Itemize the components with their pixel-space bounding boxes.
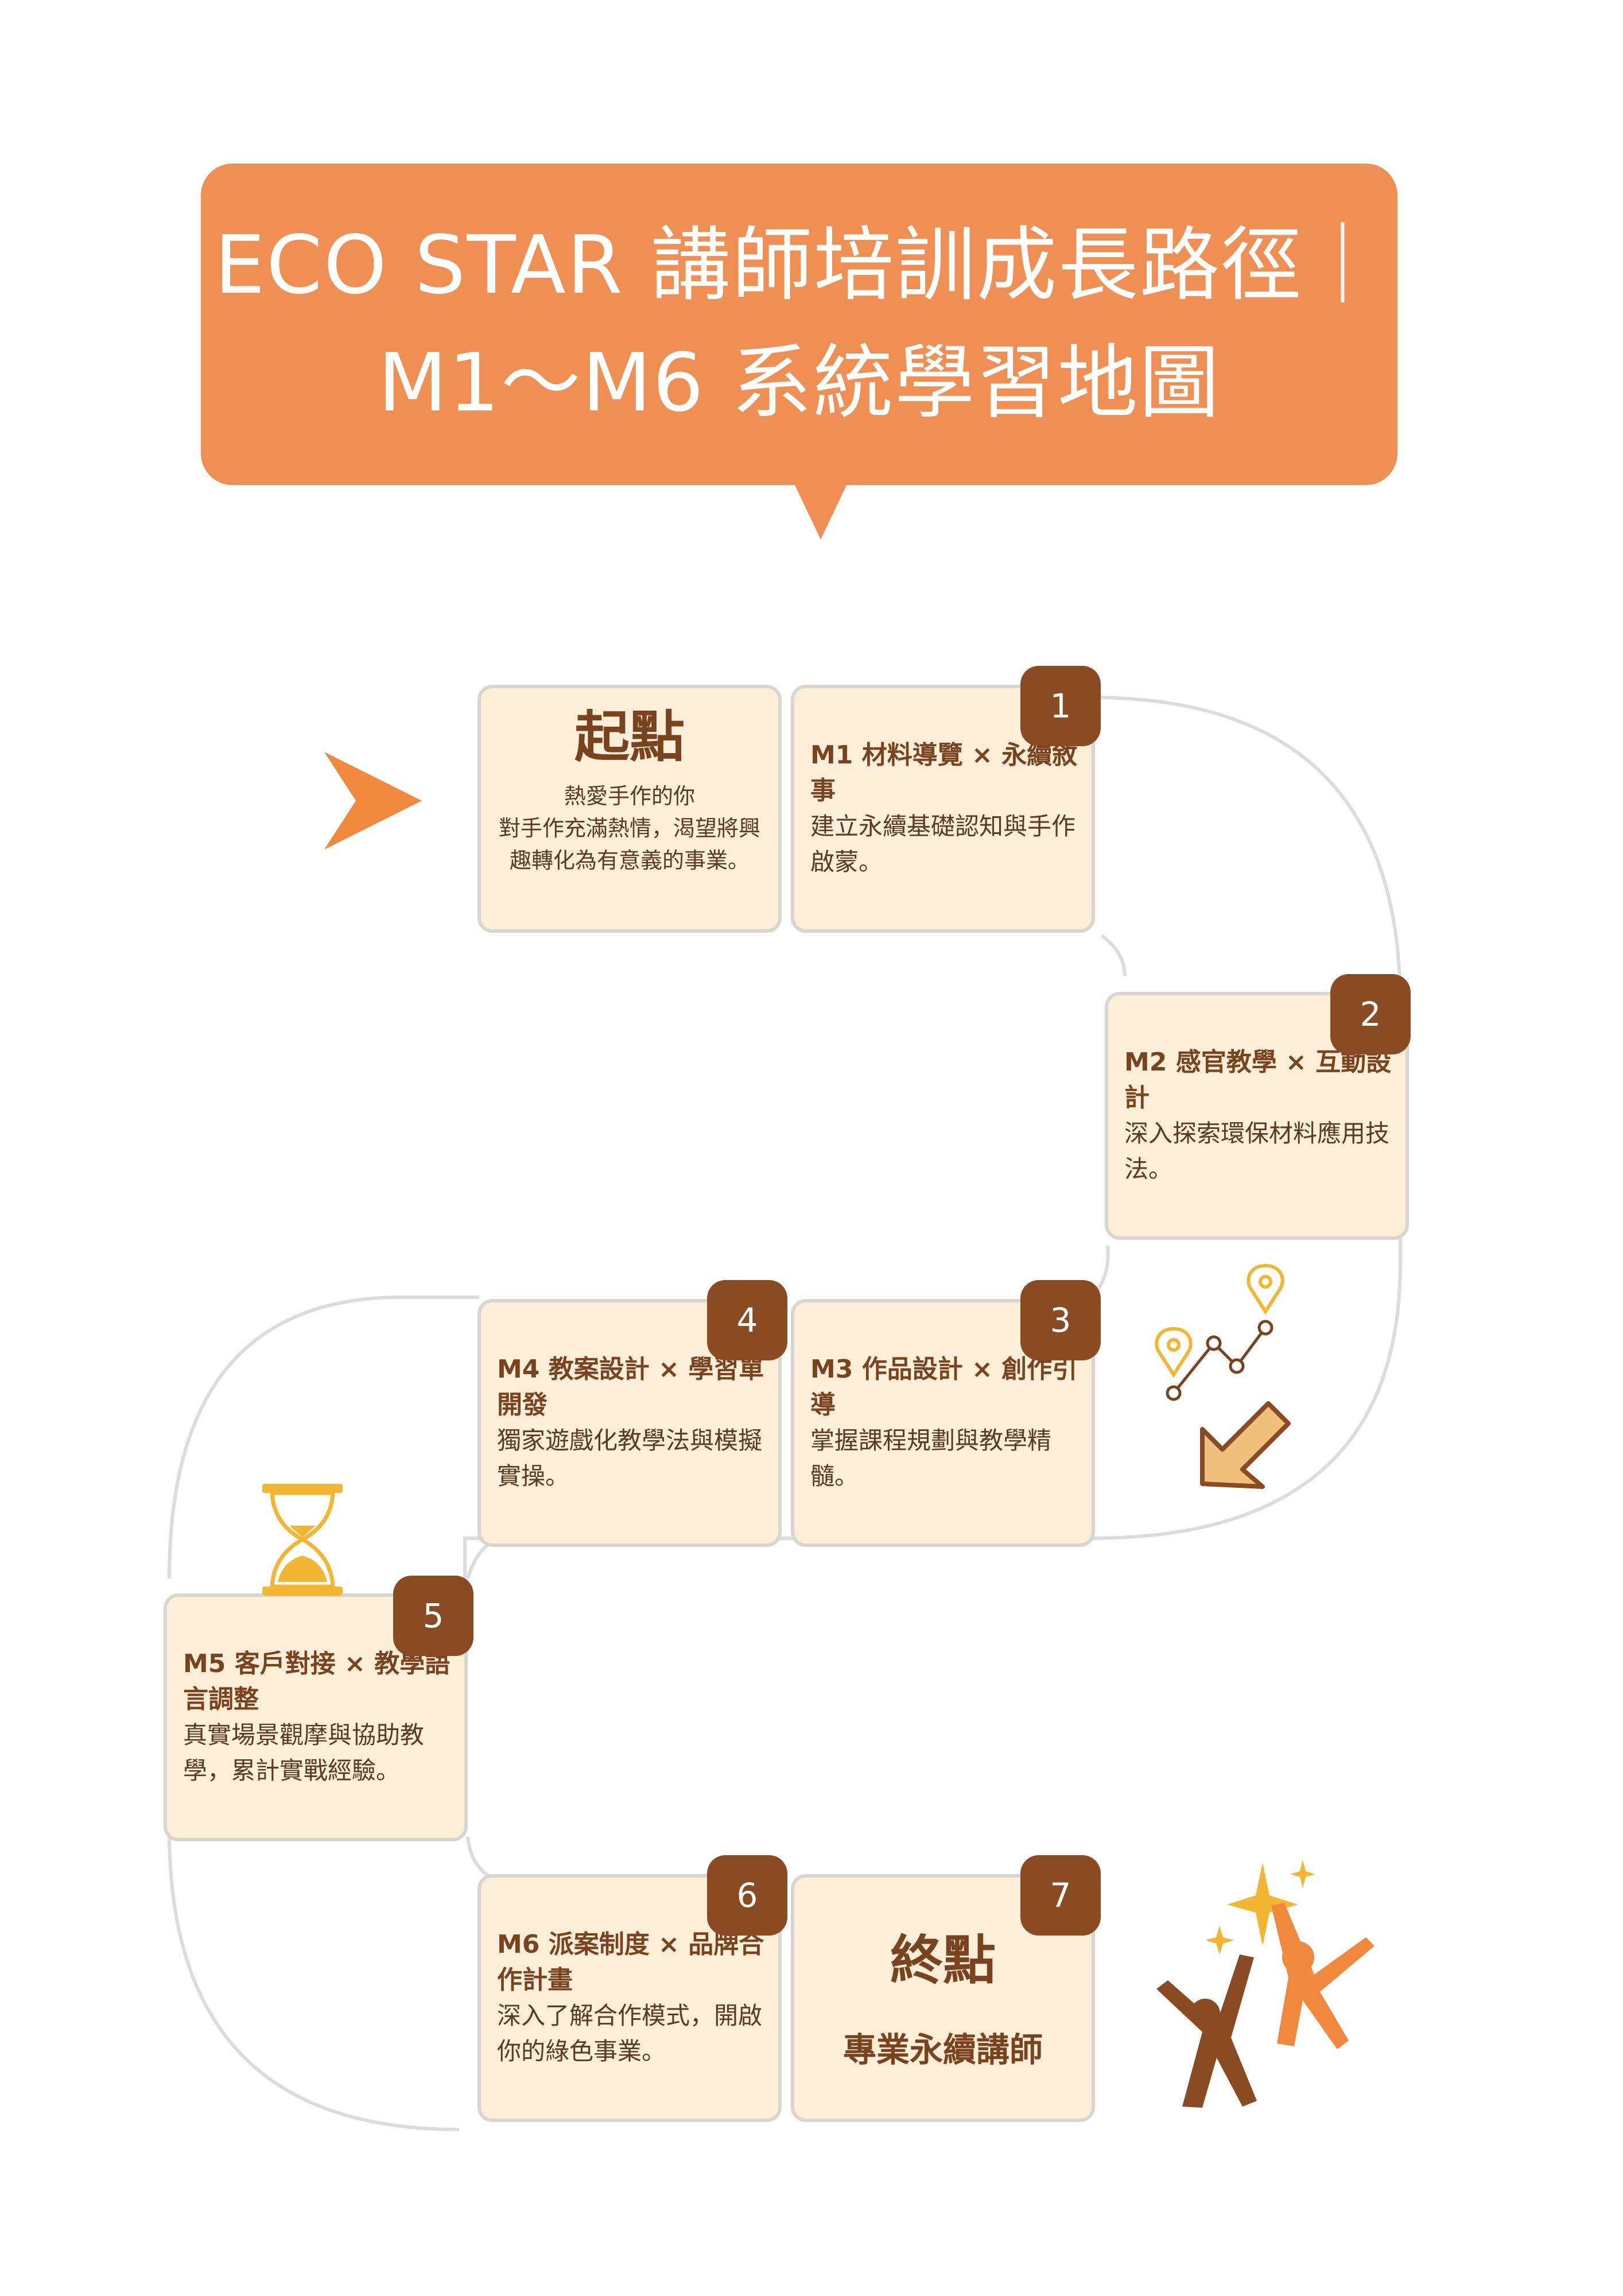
arrow-down-left-icon [1200, 1401, 1291, 1489]
step-badge-1: 1 [1020, 666, 1101, 746]
start-title: 起點 [574, 705, 685, 769]
module-card-m2: M2 感官教學 × 互動設計 深入探索環保材料應用技法。 [1105, 992, 1409, 1240]
module-description: 深入了解合作模式，開啟你的綠色事業。 [497, 2002, 763, 2065]
module-heading: M1 材料導覽 × 永續敘事 [810, 740, 1078, 805]
step-badge-5: 5 [393, 1576, 473, 1656]
module-heading: M4 教案設計 × 學習單開發 [497, 1355, 764, 1420]
module-heading: M2 感官教學 × 互動設計 [1124, 1048, 1392, 1112]
step-badge-4: 4 [707, 1280, 787, 1360]
step-badge-3: 3 [1020, 1280, 1101, 1360]
module-description: 深入探索環保材料應用技法。 [1124, 1119, 1390, 1183]
step-badge-7: 7 [1020, 1855, 1101, 1936]
step-badge-6: 6 [707, 1855, 787, 1936]
step-badge-2: 2 [1330, 974, 1411, 1054]
start-card: 起點 熱愛手作的你 對手作充滿熱情，渴望將興趣轉化為有意義的事業。 [477, 685, 782, 933]
module-heading: M5 客戶對接 × 教學語言調整 [183, 1649, 451, 1714]
celebrating-people-icon [1156, 1860, 1374, 2108]
module-heading: M6 派案制度 × 品牌合作計畫 [497, 1930, 764, 1995]
page-title-line-2: M1～M6 系統學習地圖 [378, 336, 1221, 430]
end-description: 專業永續講師 [842, 2030, 1043, 2069]
end-title: 終點 [890, 1930, 996, 1991]
start-description: 熱愛手作的你 對手作充滿熱情，渴望將興趣轉化為有意義的事業。 [498, 784, 760, 873]
module-heading: M3 作品設計 × 創作引導 [810, 1355, 1078, 1420]
hourglass-icon [262, 1484, 343, 1596]
module-description: 掌握課程規劃與教學精髓。 [810, 1426, 1052, 1490]
module-description: 獨家遊戲化教學法與模擬實操。 [497, 1426, 763, 1490]
module-description: 真實場景觀摩與協助教學，累計實戰經驗。 [183, 1721, 425, 1785]
play-arrow-icon [324, 752, 422, 850]
map-route-icon [1155, 1263, 1284, 1401]
title-banner: ECO STAR 講師培訓成長路徑｜ M1～M6 系統學習地圖 [201, 164, 1397, 540]
page-title-line-1: ECO STAR 講師培訓成長路徑｜ [214, 219, 1384, 312]
module-description: 建立永續基礎認知與手作啟蒙。 [810, 812, 1076, 876]
